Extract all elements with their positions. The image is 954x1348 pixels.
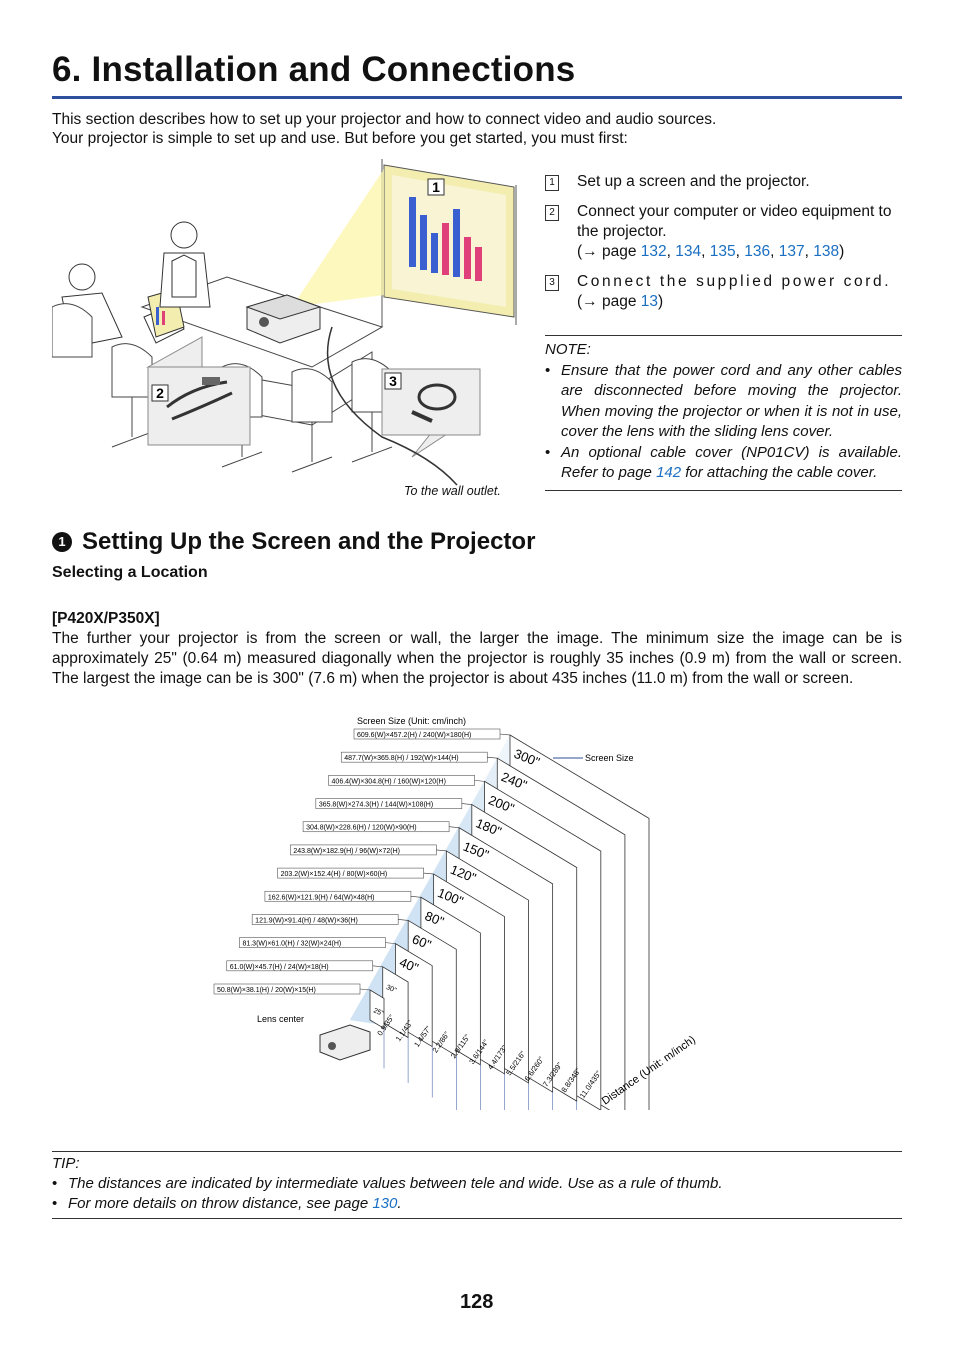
- step-3: 3 Connect the supplied power cord. (→ pa…: [545, 272, 902, 312]
- section-number-badge: 1: [52, 532, 72, 552]
- dimension-box: [340, 751, 488, 763]
- note-label: NOTE:: [545, 341, 591, 358]
- page-link[interactable]: 142: [656, 464, 682, 481]
- svg-text:3: 3: [389, 373, 397, 389]
- screen-size-value: 30": [385, 984, 398, 995]
- screen-size-value: 40": [397, 955, 421, 976]
- screen-size-value: 25": [372, 1007, 385, 1018]
- tip-item: For more details on throw distance, see …: [52, 1194, 902, 1214]
- screen-dimensions: 406.4(W)×304.8(H) / 160(W)×120(H): [332, 778, 446, 785]
- page-link[interactable]: 134: [675, 243, 702, 260]
- setup-illustration: 1 2 3: [52, 159, 517, 486]
- projection-screen: [381, 159, 517, 327]
- screen-size-label: Screen Size: [585, 753, 634, 763]
- page-link[interactable]: 137: [778, 243, 805, 260]
- page-link[interactable]: 130: [372, 1195, 398, 1212]
- screen-dimensions: 304.8(W)×228.6(H) / 120(W)×90(H): [306, 825, 416, 832]
- intro-line-2: Your projector is simple to set up and u…: [52, 130, 628, 147]
- step-2: 2 Connect your computer or video equipme…: [545, 202, 902, 262]
- screen-dimensions: 243.8(W)×182.9(H) / 96(W)×72(H): [293, 848, 400, 855]
- intro-text: This section describes how to set up you…: [52, 110, 902, 148]
- screen-dimensions: 81.3(W)×61.0(H) / 32(W)×24(H): [242, 941, 341, 948]
- note-box: NOTE: Ensure that the power cord and any…: [545, 335, 902, 491]
- step-text: Set up a screen and the projector.: [577, 173, 810, 190]
- cable-inset-2: [146, 336, 251, 446]
- dimension-box: [251, 914, 399, 925]
- page-link[interactable]: 136: [744, 243, 771, 260]
- note-item: An optional cable cover (NP01CV) is avai…: [545, 443, 902, 484]
- screen-dimensions: 121.9(W)×91.4(H) / 48(W)×36(H): [255, 917, 358, 924]
- step-number: 3: [545, 275, 559, 291]
- dimension-box: [226, 960, 374, 972]
- callout-3: 3: [384, 372, 402, 390]
- dimension-box: [264, 890, 412, 902]
- subsection-heading: Selecting a Location: [52, 564, 208, 581]
- screen-dimensions: 50.8(W)×38.1(H) / 20(W)×15(H): [217, 987, 316, 994]
- screen-dimensions: 365.8(W)×274.3(H) / 144(W)×108(H): [319, 802, 433, 809]
- step-number: 1: [545, 175, 559, 191]
- dimension-box: [277, 867, 424, 879]
- tip-box: TIP: The distances are indicated by inte…: [52, 1151, 902, 1219]
- throw-distance-diagram: Screen Size (Unit: cm/inch) 300"609.6(W)…: [213, 716, 698, 1110]
- step-1: 1 Set up a screen and the projector.: [545, 172, 902, 192]
- tip-label: TIP:: [52, 1155, 80, 1172]
- body-paragraph: The further your projector is from the s…: [52, 630, 902, 687]
- title-rule: [52, 96, 902, 99]
- screen-size-caption: Screen Size (Unit: cm/inch): [357, 716, 466, 726]
- callout-2: 2: [151, 384, 169, 402]
- screen-dimensions: 162.6(W)×121.9(H) / 64(W)×48(H): [268, 894, 375, 901]
- presenter-figure: [159, 221, 211, 308]
- screen-dimensions: 203.2(W)×152.4(H) / 80(W)×60(H): [281, 871, 388, 878]
- page-link[interactable]: 13: [640, 293, 659, 310]
- page-number: 128: [460, 1291, 494, 1313]
- screen-bar-chart: [409, 197, 482, 281]
- screen-size-value: 60": [410, 931, 434, 952]
- light-beam: [292, 169, 384, 307]
- page-link[interactable]: 138: [813, 243, 840, 260]
- screen-dimensions: 609.6(W)×457.2(H) / 240(W)×180(H): [357, 732, 471, 739]
- svg-text:2: 2: [156, 385, 164, 401]
- projector-icon: [319, 1024, 371, 1061]
- intro-line-1: This section describes how to set up you…: [52, 111, 717, 128]
- step-text: Connect the supplied power cord.: [577, 273, 892, 290]
- svg-text:1: 1: [432, 179, 440, 195]
- lens-center-label: Lens center: [257, 1014, 304, 1024]
- screen-dimensions: 487.7(W)×365.8(H) / 192(W)×144(H): [344, 755, 458, 762]
- screen-dimensions: 61.0(W)×45.7(H) / 24(W)×18(H): [230, 964, 329, 971]
- callout-1: 1: [427, 178, 445, 196]
- laptop: [143, 288, 185, 344]
- step-text: Connect your computer or video equipment…: [577, 203, 892, 240]
- power-cable: [326, 326, 458, 486]
- model-label: [P420X/P350X]: [52, 610, 160, 627]
- page-title: 6. Installation and Connections: [52, 50, 576, 89]
- note-item: Ensure that the power cord and any other…: [545, 361, 902, 443]
- wall-outlet-caption: To the wall outlet.: [404, 484, 501, 498]
- dimension-box: [239, 937, 386, 948]
- screen-size-value: 80": [423, 908, 447, 929]
- page-link[interactable]: 135: [709, 243, 736, 260]
- steps-list: 1 Set up a screen and the projector. 2 C…: [545, 172, 902, 322]
- projector: [245, 294, 322, 344]
- screen-panel: [350, 989, 385, 1030]
- tip-item: The distances are indicated by intermedi…: [52, 1174, 902, 1194]
- page-link[interactable]: 132: [640, 243, 667, 260]
- step-number: 2: [545, 205, 559, 221]
